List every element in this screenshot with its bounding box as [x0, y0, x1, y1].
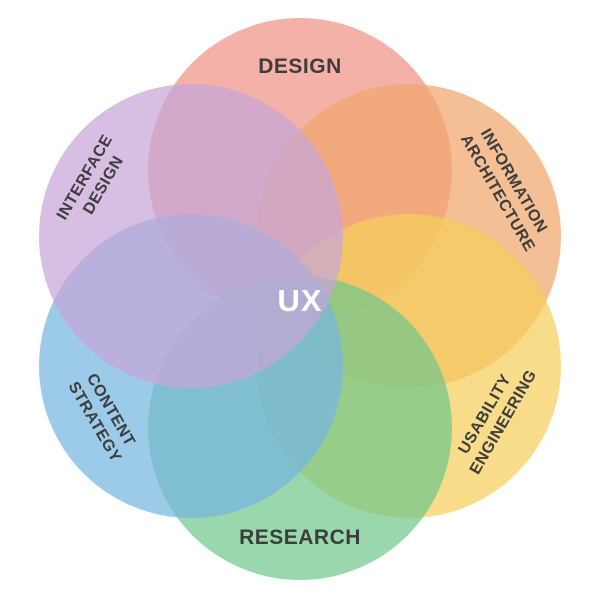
center-label-ux: UX — [277, 283, 322, 318]
label-research: RESEARCH — [239, 526, 361, 549]
label-design: DESIGN — [258, 55, 342, 78]
petal-circle-interface-design — [39, 84, 343, 388]
petal-circles — [39, 18, 561, 580]
